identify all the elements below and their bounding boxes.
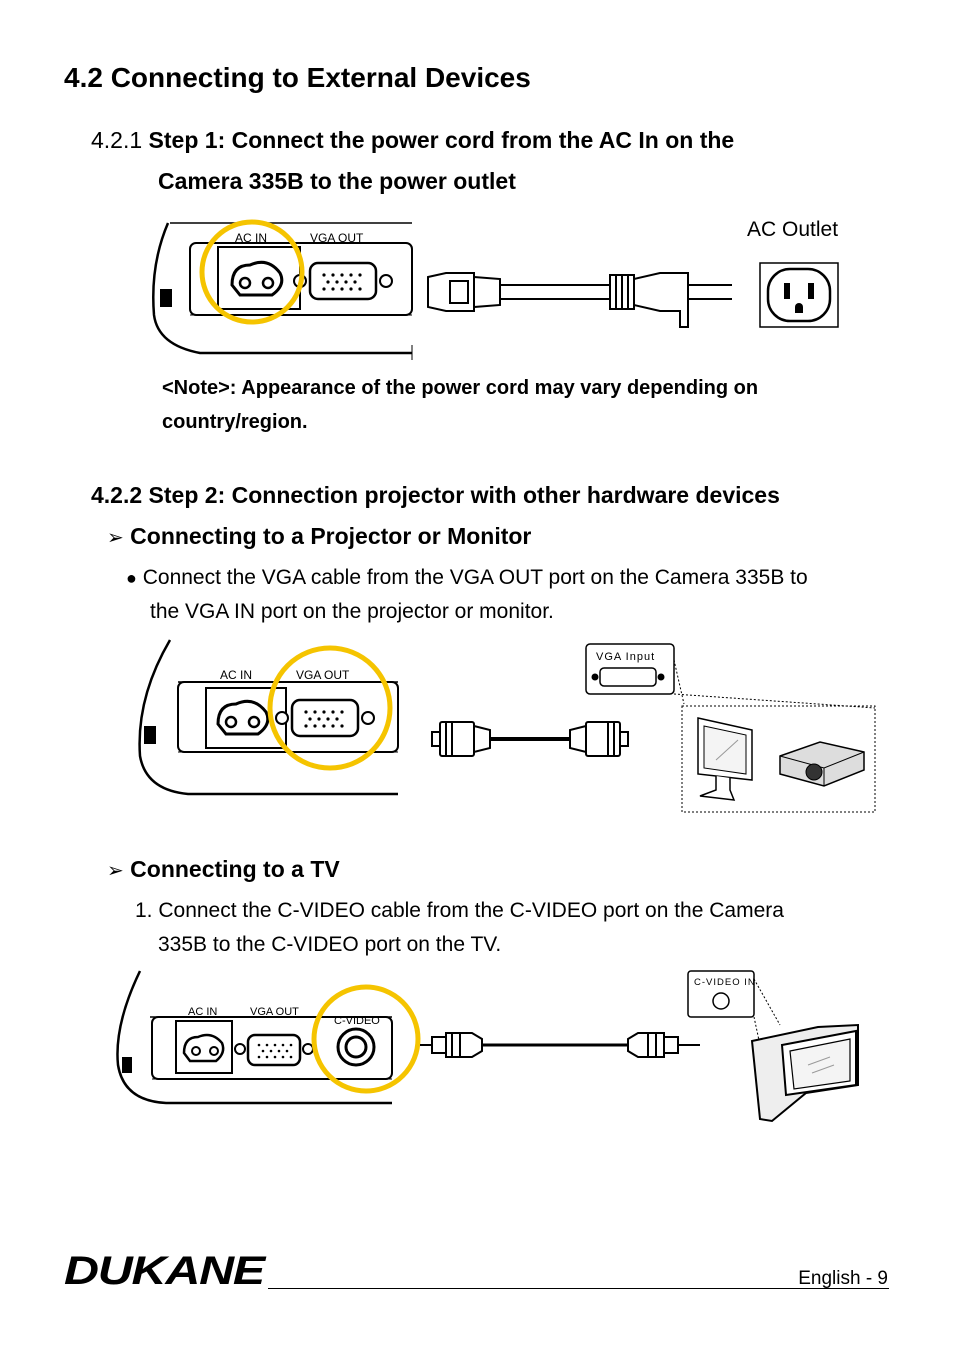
vga-connection-illustration: AC IN VGA OUT VGA Input	[138, 639, 876, 813]
ac-in-port-label: AC IN	[235, 231, 267, 245]
tv-heading-text: Connecting to a TV	[130, 856, 340, 882]
highlight-circle	[311, 984, 421, 1094]
cvideo-connection-illustration: AC IN VGA OUT C-VIDEO C-VIDEO IN	[116, 970, 859, 1123]
highlight-circle	[267, 645, 393, 771]
step1-title-line2: Camera 335B to the power outlet	[158, 168, 516, 194]
projector-heading-text: Connecting to a Projector or Monitor	[130, 523, 532, 549]
projector-heading: ➢ Connecting to a Projector or Monitor	[107, 523, 531, 550]
step1-title: 4.2.1 Step 1: Connect the power cord fro…	[91, 127, 734, 154]
projector-text-line1: ● Connect the VGA cable from the VGA OUT…	[126, 561, 808, 595]
ac-outlet-label: AC Outlet	[747, 218, 839, 241]
arrow-icon: ➢	[107, 527, 124, 549]
vga-out-port-label: VGA OUT	[310, 231, 364, 245]
bullet-icon: ●	[126, 568, 137, 588]
power-cord-note: <Note>: Appearance of the power cord may…	[162, 377, 759, 433]
ac-in-port-label: AC IN	[220, 668, 252, 682]
arrow-icon: ➢	[107, 860, 124, 882]
projector-text: Connect the VGA cable from the VGA OUT p…	[142, 566, 808, 589]
tv-text-line2: 335B to the C-VIDEO port on the TV.	[158, 933, 502, 956]
page-number: English - 9	[798, 1268, 888, 1289]
projector-text-line2: the VGA IN port on the projector or moni…	[150, 600, 554, 623]
tv-heading: ➢ Connecting to a TV	[107, 856, 340, 883]
vga-input-label: VGA Input	[596, 651, 655, 663]
step2-title-text: Step 2: Connection projector with other …	[148, 482, 780, 508]
cvideo-in-label: C-VIDEO IN	[694, 977, 756, 988]
cvideo-port-label: C-VIDEO	[334, 1015, 380, 1027]
step2-number: 4.2.2	[91, 482, 143, 508]
step1-title-line1: Step 1: Connect the power cord from the …	[148, 127, 735, 153]
footer-rule	[268, 1288, 889, 1289]
page-heading: 4.2 Connecting to External Devices	[64, 62, 531, 93]
step2-title: 4.2.2 Step 2: Connection projector with …	[91, 482, 780, 509]
vga-out-port-label: VGA OUT	[250, 1006, 299, 1018]
highlight-circle	[199, 219, 305, 325]
ac-in-port-label: AC IN	[188, 1006, 217, 1018]
step1-number: 4.2.1	[91, 127, 143, 153]
tv-text-line1: 1. Connect the C-VIDEO cable from the C-…	[135, 899, 784, 922]
vga-out-port-label: VGA OUT	[296, 668, 350, 682]
brand-logo-text: DUKANE	[64, 1249, 267, 1290]
dukane-logo: DUKANE	[64, 1249, 268, 1290]
power-cord-illustration: AC IN VGA OUT	[152, 219, 839, 360]
